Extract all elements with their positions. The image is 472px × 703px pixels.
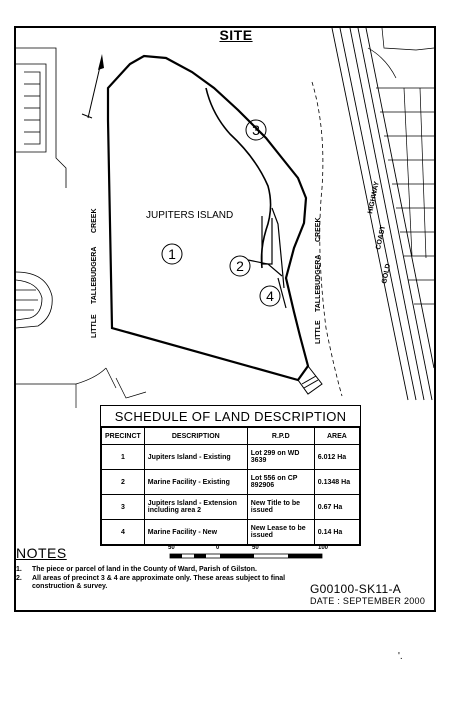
precinct-marker-2: 2 [229, 255, 251, 277]
notes-title: NOTES [16, 545, 67, 561]
table-row: 1 Jupiters Island - Existing Lot 299 on … [101, 444, 361, 470]
lots-right [367, 28, 434, 305]
highway-label-1: GOLD [381, 263, 392, 284]
subdivision-blocks-left [16, 47, 67, 188]
scale-tick-label: 0 [216, 545, 220, 551]
cell-precinct: 3 [101, 494, 145, 520]
creek-label-right: LITTLE TALLEBUDGERA CREEK [315, 217, 322, 344]
highway-label-3: HIGHWAY [367, 181, 381, 215]
schedule-table: PRECINCT DESCRIPTION R.P.D AREA 1 Jupite… [101, 427, 361, 545]
precinct-marker-3-label: 3 [252, 122, 260, 138]
scale-tick-label: 100 [318, 545, 329, 551]
notes-list: 1. The piece or parcel of land in the Co… [16, 566, 286, 592]
creek-label-right-1: LITTLE [315, 320, 322, 344]
cell-precinct: 4 [101, 519, 145, 545]
creek-label-left: LITTLE TALLEBUDGERA CREEK [91, 208, 98, 338]
note-number: 1. [16, 566, 22, 573]
cell-rpd: Lot 556 on CP 892906 [246, 469, 315, 495]
creek-label-left-1: LITTLE [91, 314, 98, 338]
scale-bar-graphic [169, 553, 323, 559]
precinct-marker-3: 3 [245, 119, 267, 141]
cell-area: 0.67 Ha [313, 494, 361, 520]
precinct-marker-4-label: 4 [266, 288, 274, 304]
creek-label-right-2: TALLEBUDGERA [315, 255, 322, 312]
subdivision-bulge-left [16, 271, 53, 329]
cell-rpd: New Lease to be issued [246, 519, 315, 545]
cell-description: Marine Facility - New [143, 519, 248, 545]
site-map: JUPITERS ISLAND LITTLE TALLEBUDGERA CREE… [16, 28, 434, 408]
cell-description: Marine Facility - Existing [143, 469, 248, 495]
creek-label-right-3: CREEK [315, 217, 322, 242]
schedule-header-row: PRECINCT DESCRIPTION R.P.D AREA [101, 427, 361, 445]
cell-area: 0.1348 Ha [313, 469, 361, 495]
cell-precinct: 1 [101, 444, 145, 470]
precinct-marker-1: 1 [161, 243, 183, 265]
table-row: 4 Marine Facility - New New Lease to be … [101, 519, 361, 545]
precinct-marker-1-label: 1 [168, 246, 176, 262]
precinct-3-boundary [205, 87, 272, 269]
marine-facility-lines [247, 207, 287, 309]
map-title: SITE [219, 27, 253, 43]
table-row: 3 Jupiters Island - Extension including … [101, 494, 361, 520]
drawing-frame: JUPITERS ISLAND LITTLE TALLEBUDGERA CREE… [14, 26, 436, 612]
cell-area: 0.14 Ha [313, 519, 361, 545]
cell-area: 6.012 Ha [313, 444, 361, 470]
highway-label-2: COAST [375, 224, 387, 250]
gold-coast-highway [331, 28, 434, 401]
note-text: The piece or parcel of land in the Count… [32, 566, 257, 573]
cell-precinct: 2 [101, 469, 145, 495]
note-item: 2. All areas of precinct 3 & 4 are appro… [16, 575, 286, 592]
col-area: AREA [313, 427, 361, 445]
north-arrow-icon [81, 54, 104, 119]
note-text: All areas of precinct 3 & 4 are approxim… [32, 574, 286, 591]
col-precinct: PRECINCT [101, 427, 145, 445]
note-item: 1. The piece or parcel of land in the Co… [16, 566, 286, 575]
col-rpd: R.P.D [246, 427, 315, 445]
creek-label-left-3: CREEK [91, 208, 98, 233]
stray-mark: '. [398, 651, 403, 662]
precinct-marker-4: 4 [259, 285, 281, 307]
precinct-marker-2-label: 2 [236, 258, 244, 274]
lots-bottom-left [16, 367, 147, 408]
island-label: JUPITERS ISLAND [146, 210, 233, 221]
cell-description: Jupiters Island - Extension including ar… [143, 494, 248, 520]
cell-rpd: Lot 299 on WD 3639 [246, 444, 315, 470]
schedule-of-land-description: SCHEDULE OF LAND DESCRIPTION PRECINCT DE… [100, 405, 361, 546]
drawing-date: DATE : SEPTEMBER 2000 [310, 596, 426, 606]
scale-tick-label: 50 [252, 545, 259, 551]
col-description: DESCRIPTION [143, 427, 248, 445]
drawing-number: G00100-SK11-A [310, 582, 402, 596]
table-row: 2 Marine Facility - Existing Lot 556 on … [101, 469, 361, 495]
scale-tick-label: 50 [168, 545, 175, 551]
highway-label: GOLD COAST HIGHWAY [367, 181, 392, 285]
cell-rpd: New Title to be issued [246, 494, 315, 520]
note-number: 2. [16, 574, 22, 582]
creek-label-left-2: TALLEBUDGERA [91, 247, 98, 304]
cell-description: Jupiters Island - Existing [143, 444, 248, 470]
jupiters-island-boundary [106, 54, 310, 382]
canal-mouth [297, 365, 323, 395]
schedule-title: SCHEDULE OF LAND DESCRIPTION [101, 406, 360, 427]
